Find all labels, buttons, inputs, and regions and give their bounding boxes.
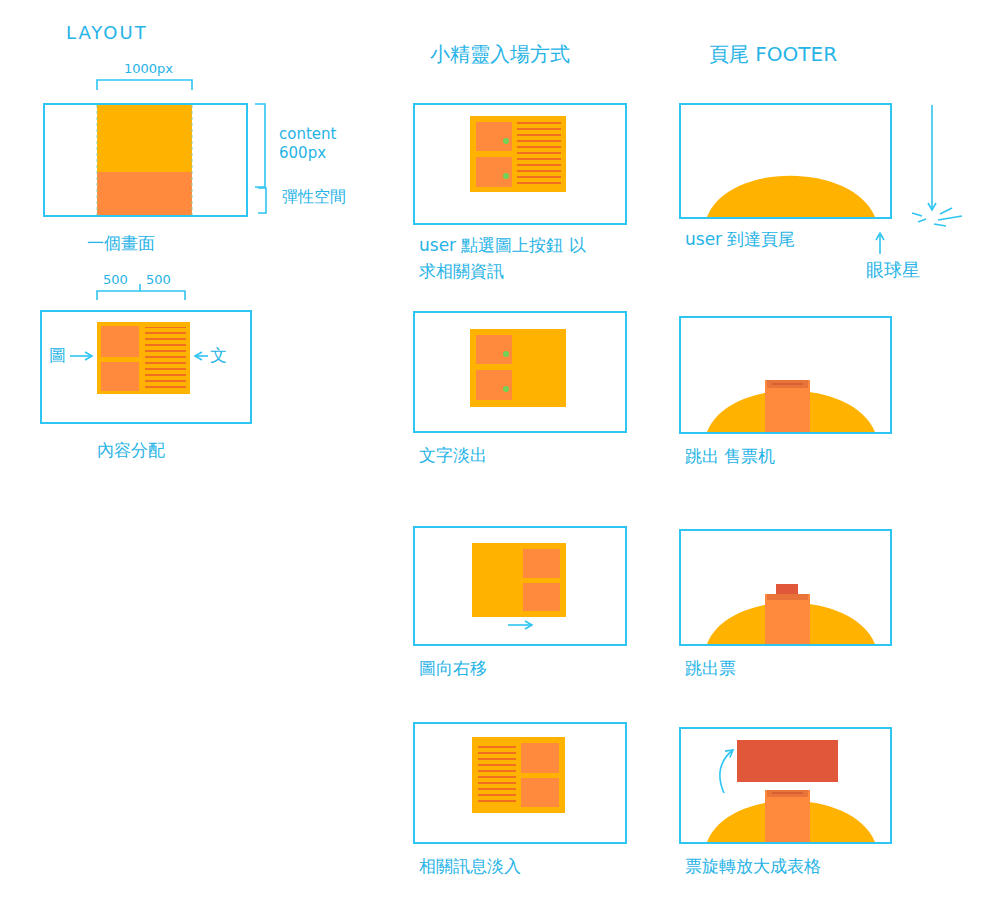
entrance-step-1 [470, 116, 566, 192]
entrance-step-1 [517, 121, 561, 187]
layout-screen-sketch [97, 105, 192, 216]
content-split-sketch [101, 362, 139, 391]
scroll-arrow [879, 233, 881, 254]
entrance-step-3 [523, 583, 560, 611]
footer-step-2 [707, 380, 875, 432]
dimension-bracket [255, 104, 265, 187]
layout-screen-sketch [97, 172, 192, 216]
storyboard-frame: 相關訊息淡入 [413, 722, 627, 844]
frame-caption: 內容分配 [97, 438, 257, 464]
entrance-step-1 [503, 138, 509, 144]
entrance-step-4 [521, 778, 559, 807]
layout-screen-sketch [192, 105, 193, 216]
frame-caption: 票旋轉放大成表格 [685, 854, 895, 880]
annotation-label: 1000px [124, 61, 173, 77]
footer-step-3 [707, 584, 875, 644]
annotation-label: 頁尾 FOOTER [709, 42, 837, 67]
annotation-label: 500 [103, 272, 128, 288]
entrance-step-4 [472, 737, 565, 813]
entrance-step-4 [521, 743, 559, 773]
entrance-step-1 [503, 173, 509, 179]
layout-screen-sketch [97, 105, 98, 216]
annotation-label: 彈性空間 [282, 187, 346, 207]
annotation-label: 小精靈入場方式 [430, 42, 570, 67]
entrance-step-3 [472, 543, 566, 625]
scroll-arrow [880, 105, 962, 254]
footer-step-4 [720, 750, 733, 793]
content-split-sketch [101, 326, 139, 357]
footer-step-4 [707, 740, 875, 842]
entrance-step-2 [503, 386, 509, 392]
storyboard-frame: 內容分配 [40, 310, 252, 424]
frame-caption: 跳出票 [685, 656, 885, 682]
entrance-step-3 [508, 624, 532, 626]
entrance-step-2 [470, 329, 566, 407]
footer-step-3 [767, 594, 808, 600]
pointer-arrow [195, 355, 208, 357]
scroll-arrow [931, 105, 933, 210]
footer-step-2 [772, 384, 803, 385]
footer-step-3 [765, 594, 810, 644]
footer-step-4 [767, 790, 808, 797]
annotation-label: content 600px [279, 125, 345, 163]
annotation-label: 500 [146, 272, 171, 288]
dimension-bracket [258, 188, 266, 213]
dimension-bracket [97, 80, 192, 90]
storyboard-frame: 票旋轉放大成表格 [679, 727, 892, 844]
footer-step-1 [707, 176, 875, 217]
entrance-step-1 [476, 157, 512, 187]
storyboard-frame: 一個畫面 [43, 103, 248, 217]
footer-step-4 [772, 793, 803, 794]
annotation-label: 圖 [49, 345, 66, 366]
layout-screen-sketch [97, 105, 192, 172]
storyboard-frame: 文字淡出 [413, 311, 627, 433]
footer-step-1 [707, 176, 875, 217]
entrance-step-2 [503, 351, 509, 357]
frame-caption: 文字淡出 [419, 443, 619, 469]
frame-caption: user 點選圖上按鈕 以求相關資訊 [419, 233, 595, 284]
annotation-label: 文 [210, 345, 227, 366]
content-split-sketch [97, 322, 190, 394]
footer-step-4 [765, 790, 810, 842]
storyboard-frame: 跳出 售票机 [679, 316, 892, 434]
entrance-step-1 [470, 116, 566, 192]
entrance-step-2 [470, 329, 566, 407]
pointer-arrow [70, 355, 92, 357]
entrance-step-4 [478, 743, 516, 806]
pointer-arrow [70, 355, 208, 357]
footer-step-2 [767, 380, 808, 388]
frame-caption: 一個畫面 [87, 231, 247, 257]
scroll-arrow [912, 208, 962, 226]
frame-caption: 圖向右移 [419, 656, 619, 682]
annotation-label: 眼球星 [866, 259, 920, 282]
frame-caption: 相關訊息淡入 [419, 854, 619, 880]
entrance-step-2 [476, 335, 512, 364]
entrance-step-3 [472, 543, 566, 617]
dimension-bracket [97, 80, 266, 300]
storyboard-frame: user 到達頁尾 [679, 103, 892, 219]
storyboard-frame: 跳出票 [679, 529, 892, 646]
content-split-sketch [145, 327, 186, 390]
content-split-sketch [97, 322, 190, 394]
annotation-label: LAYOUT [66, 22, 148, 45]
storyboard-frame: 圖向右移 [413, 526, 627, 646]
storyboard-frame: user 點選圖上按鈕 以求相關資訊 [413, 103, 627, 225]
footer-step-4 [737, 740, 838, 782]
frame-caption: 跳出 售票机 [685, 444, 885, 470]
entrance-step-2 [476, 370, 512, 400]
entrance-step-4 [472, 737, 565, 813]
frame-caption: user 到達頁尾 [685, 227, 885, 253]
entrance-step-1 [476, 122, 512, 151]
entrance-step-3 [523, 549, 560, 578]
footer-step-2 [765, 380, 810, 432]
